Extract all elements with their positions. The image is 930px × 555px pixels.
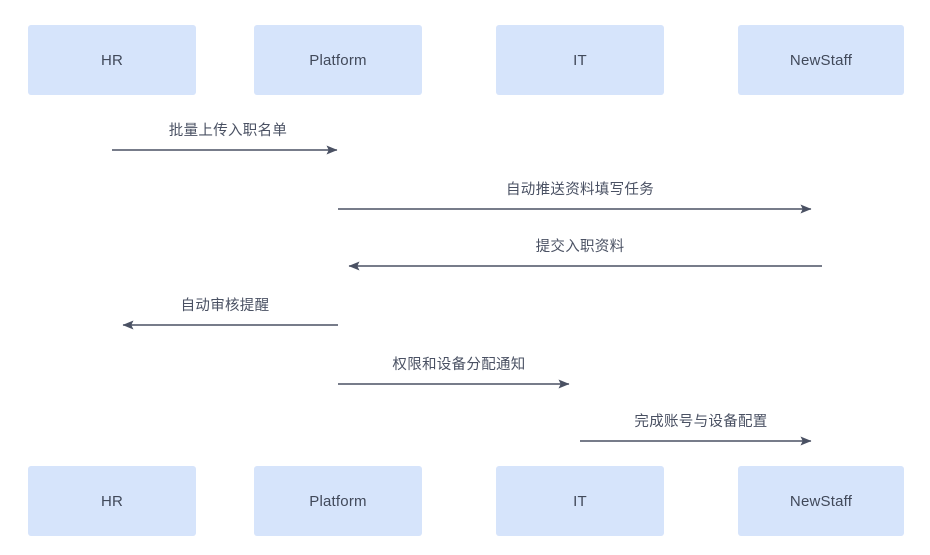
participant-label-hr: HR	[100, 492, 124, 510]
participant-box-newstaff[interactable]: NewStaff	[738, 466, 904, 536]
participant-box-hr[interactable]: HR	[28, 466, 196, 536]
message-label-2: 自动推送资料填写任务	[506, 182, 654, 198]
participant-label-platform: Platform	[309, 492, 367, 510]
message-label-6: 完成账号与设备配置	[634, 414, 768, 430]
message-label-1: 批量上传入职名单	[168, 123, 288, 139]
participant-box-platform[interactable]: Platform	[254, 466, 422, 536]
participant-box-it[interactable]: IT	[496, 466, 664, 536]
message-label-3: 提交入职资料	[535, 239, 625, 255]
message-label-5: 权限和设备分配通知	[392, 357, 526, 373]
participant-label-it: IT	[573, 492, 587, 510]
message-label-4: 自动审核提醒	[180, 298, 270, 314]
participant-label-newstaff: NewStaff	[789, 492, 853, 510]
